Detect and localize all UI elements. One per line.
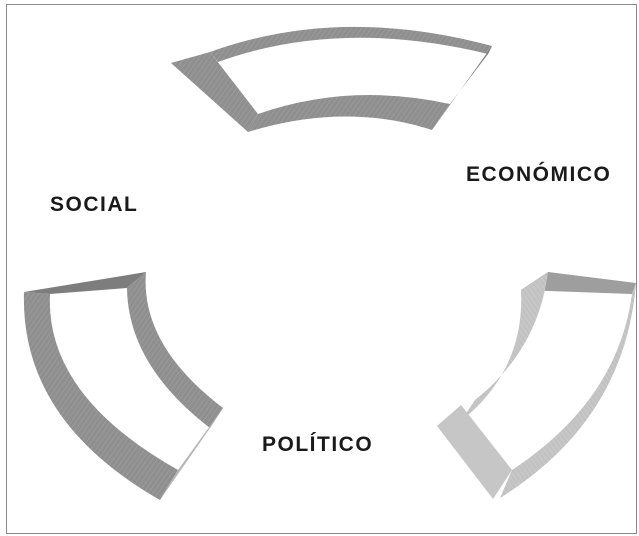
left-arc-top-cap: [24, 272, 146, 294]
top-arc-outer-band: [210, 26, 492, 62]
right-arc-segment: [437, 272, 636, 499]
left-arc-inner-band: [127, 272, 223, 428]
left-arc-bottom-edge: [160, 408, 223, 500]
top-arc-segment: [171, 26, 492, 132]
label-social: SOCIAL: [50, 193, 139, 216]
right-arc-inner-band: [461, 272, 548, 421]
left-arc-outer-band: [23, 292, 178, 500]
top-arc-end-block: [171, 52, 258, 132]
label-politico: POLÍTICO: [262, 433, 374, 456]
right-arc-top-cap: [521, 272, 636, 294]
right-arc-outer-band: [500, 283, 636, 498]
top-arc-right-edge: [432, 46, 492, 130]
top-arc-inner-band: [248, 95, 450, 132]
right-arc-end-block: [437, 405, 512, 499]
left-arc-segment: [23, 272, 223, 500]
label-economico: ECONÓMICO: [466, 163, 612, 186]
